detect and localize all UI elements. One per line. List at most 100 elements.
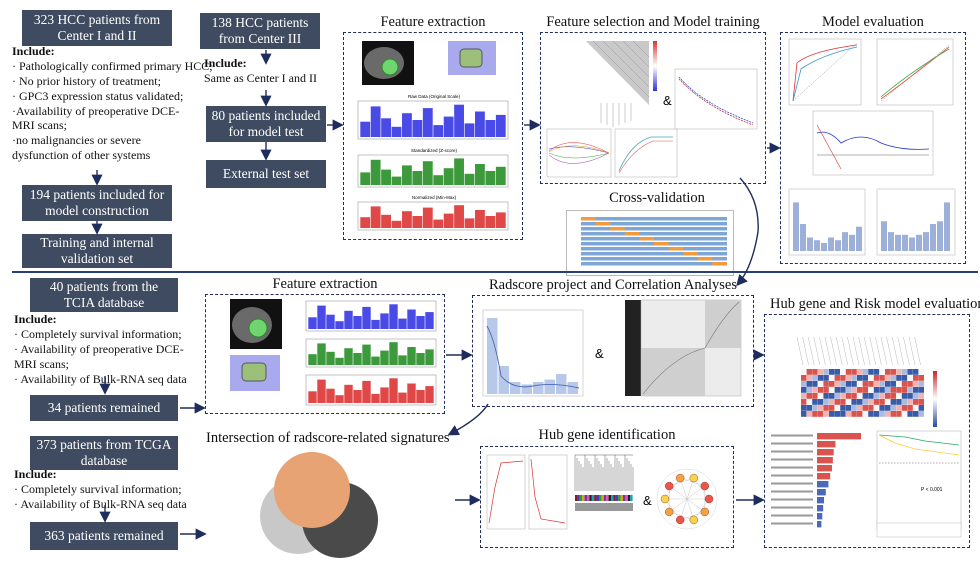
pathway-bar — [817, 489, 826, 496]
hist-bar — [317, 343, 326, 365]
cohort2-included: 80 patients included for model test — [211, 108, 321, 139]
intersection-title: Intersection of radscore-related signatu… — [206, 430, 450, 446]
criterion: · GPC3 expression status validated; — [12, 88, 184, 103]
criterion: · Availability of Bulk-RNA seq data — [14, 371, 187, 386]
hist-bar — [433, 219, 444, 228]
hist-bar — [371, 393, 380, 403]
hist-bar — [335, 357, 344, 365]
hist-bar — [475, 164, 485, 185]
cohort1-title: 323 HCC patients from Center I and II — [33, 12, 161, 43]
hist-bar — [362, 380, 371, 403]
hist-bar — [464, 173, 475, 185]
cohort2-included-box: 80 patients included for model test — [206, 106, 326, 142]
feature-extraction-title-bottom: Feature extraction — [272, 276, 378, 292]
heat-cell — [873, 411, 880, 417]
ppi-edge — [669, 477, 694, 487]
heat-cell — [851, 399, 857, 405]
heat-cell — [868, 369, 874, 375]
pathway-label — [771, 490, 813, 493]
module-color — [582, 495, 585, 501]
heat-cell — [812, 369, 818, 375]
criterion: · Pathologically confirmed primary HCC; — [12, 58, 213, 73]
heat-cell — [918, 411, 924, 417]
heat-cell — [806, 369, 812, 375]
heat-cell — [913, 369, 919, 375]
heat-cell — [913, 375, 919, 381]
hist-bar — [412, 120, 423, 137]
tcga-remained: 363 patients remained — [44, 528, 164, 544]
prob-bar — [909, 237, 915, 251]
cv-row — [581, 257, 727, 261]
heat-cell — [862, 369, 868, 375]
radscore-bar — [487, 318, 498, 394]
cohort1-set: Training and internal validation set — [40, 235, 154, 266]
module-color — [589, 495, 592, 501]
correlation-heatmap — [796, 336, 924, 417]
heat-cell — [901, 393, 908, 399]
heat-cell — [817, 405, 824, 411]
histogram-minmax — [308, 378, 434, 403]
hub-gene-title: Hub gene identification — [538, 427, 676, 443]
module-color — [618, 495, 621, 501]
cross-validation-chart — [566, 210, 734, 276]
hist-bar — [398, 318, 407, 329]
hist-bar — [407, 309, 416, 329]
heat-cell — [851, 369, 857, 375]
heat-cell — [823, 369, 829, 375]
heat-cell — [801, 393, 807, 399]
pathway-bar — [817, 449, 834, 456]
heat-cell — [823, 375, 829, 381]
heat-cell — [817, 393, 824, 399]
prob-bar — [916, 234, 922, 251]
heat-cell — [890, 405, 896, 411]
cv-fold-plot — [581, 217, 727, 266]
heat-cell — [907, 393, 913, 399]
radscore-bar — [498, 366, 509, 394]
heat-cell — [851, 393, 857, 399]
hist-bar — [326, 314, 335, 329]
hist-bar — [495, 212, 506, 228]
heat-cell — [907, 369, 913, 375]
prob-bar — [849, 234, 855, 251]
hist-bar — [317, 379, 326, 403]
heat-cell — [868, 405, 874, 411]
prob-bar — [937, 221, 943, 251]
heat-cell — [879, 387, 885, 393]
pathway-bar — [817, 457, 833, 464]
cohort2-include-label: Include: — [204, 56, 247, 70]
heat-cell — [918, 369, 924, 375]
hist-bar — [371, 356, 380, 365]
heat-cell — [840, 375, 846, 381]
prob-bar — [944, 202, 950, 251]
radscore-figures: & — [482, 299, 742, 397]
cohort1-included-box: 194 patients included for model construc… — [22, 185, 172, 221]
cohort2-criteria: Include: Same as Center I and II — [204, 56, 334, 86]
module-color — [613, 495, 616, 501]
heat-cell — [868, 393, 874, 399]
heat-cell — [907, 411, 913, 417]
tcga-include-label: Include: — [14, 467, 57, 481]
radscore-bar — [544, 379, 555, 394]
pathway-label — [771, 522, 813, 525]
section-divider — [12, 271, 978, 273]
hist-bar — [422, 108, 433, 137]
hist-bar — [416, 316, 425, 329]
correlation-strip — [625, 300, 641, 396]
hist-bar — [407, 347, 416, 365]
hist-bar — [433, 175, 444, 185]
hist-bar — [425, 386, 434, 403]
hist-bar — [380, 313, 389, 329]
hub-gene-panel: & — [480, 446, 734, 548]
heat-cell — [896, 393, 902, 399]
heat-cell — [896, 387, 902, 393]
heat-cell — [896, 381, 902, 387]
cv-test-fold — [595, 222, 611, 226]
pathway-label — [771, 442, 813, 445]
heat-cell — [885, 375, 891, 381]
feature-selection-panel: & — [540, 32, 766, 184]
prob-bar — [814, 240, 820, 251]
heat-cell — [868, 381, 874, 387]
criterion: · No prior history of treatment; — [12, 73, 161, 88]
heat-cell — [851, 381, 857, 387]
hist-bar — [389, 378, 398, 403]
